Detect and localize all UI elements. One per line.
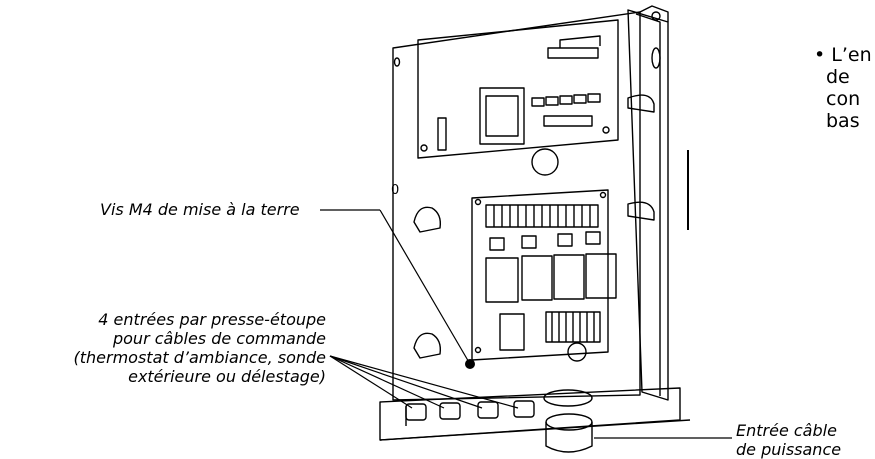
fuse-holder [499,313,525,351]
side-note-line-1: L’en [831,44,872,66]
terminal-strip-top [485,204,599,228]
cable-glands-line-4: extérieure ou délestage) [128,367,326,386]
door-frame [627,9,669,401]
power-cable-line-1: Entrée câble [736,421,837,440]
panel-mark-zero: 0 [391,183,400,198]
transformer [479,87,525,145]
relays [485,253,617,303]
cable-glands-line-1: 4 entrées par presse-étoupe [98,310,326,329]
terminal-strip-bottom [545,311,601,343]
side-note: • L’en de con bas [814,44,872,132]
cable-glands-line-2: pour câbles de commande [112,329,326,348]
cable-glands-line-3: (thermostat d’ambiance, sonde [73,348,326,367]
top-connector [547,47,599,59]
door-clip-bottom [627,201,655,221]
door-clip-top [627,94,655,113]
cable-clip-left-top [413,206,442,233]
cable-clip-left-bottom [413,332,442,359]
side-note-line-2: de [826,66,850,88]
side-note-line-4: bas [826,110,860,132]
cable-glands [405,400,535,421]
control-board [417,19,619,159]
earth-screw-label: Vis M4 de mise à la terre [100,200,300,219]
knockout [531,148,559,176]
power-cable-line-2: de puissance [736,440,842,459]
power-gland [545,422,593,453]
relay-row-top [531,93,601,107]
power-cable-label: Entrée câble de puissance [736,421,841,459]
earth-screw-marker [465,359,475,369]
bullet-icon: • [814,44,826,66]
relay-board [471,189,609,361]
side-note-line-3: con [826,88,861,110]
back-panel [392,11,641,401]
leader-lines [320,209,732,439]
cable-glands-label: 4 entrées par presse-étoupe pour câbles … [0,310,326,386]
